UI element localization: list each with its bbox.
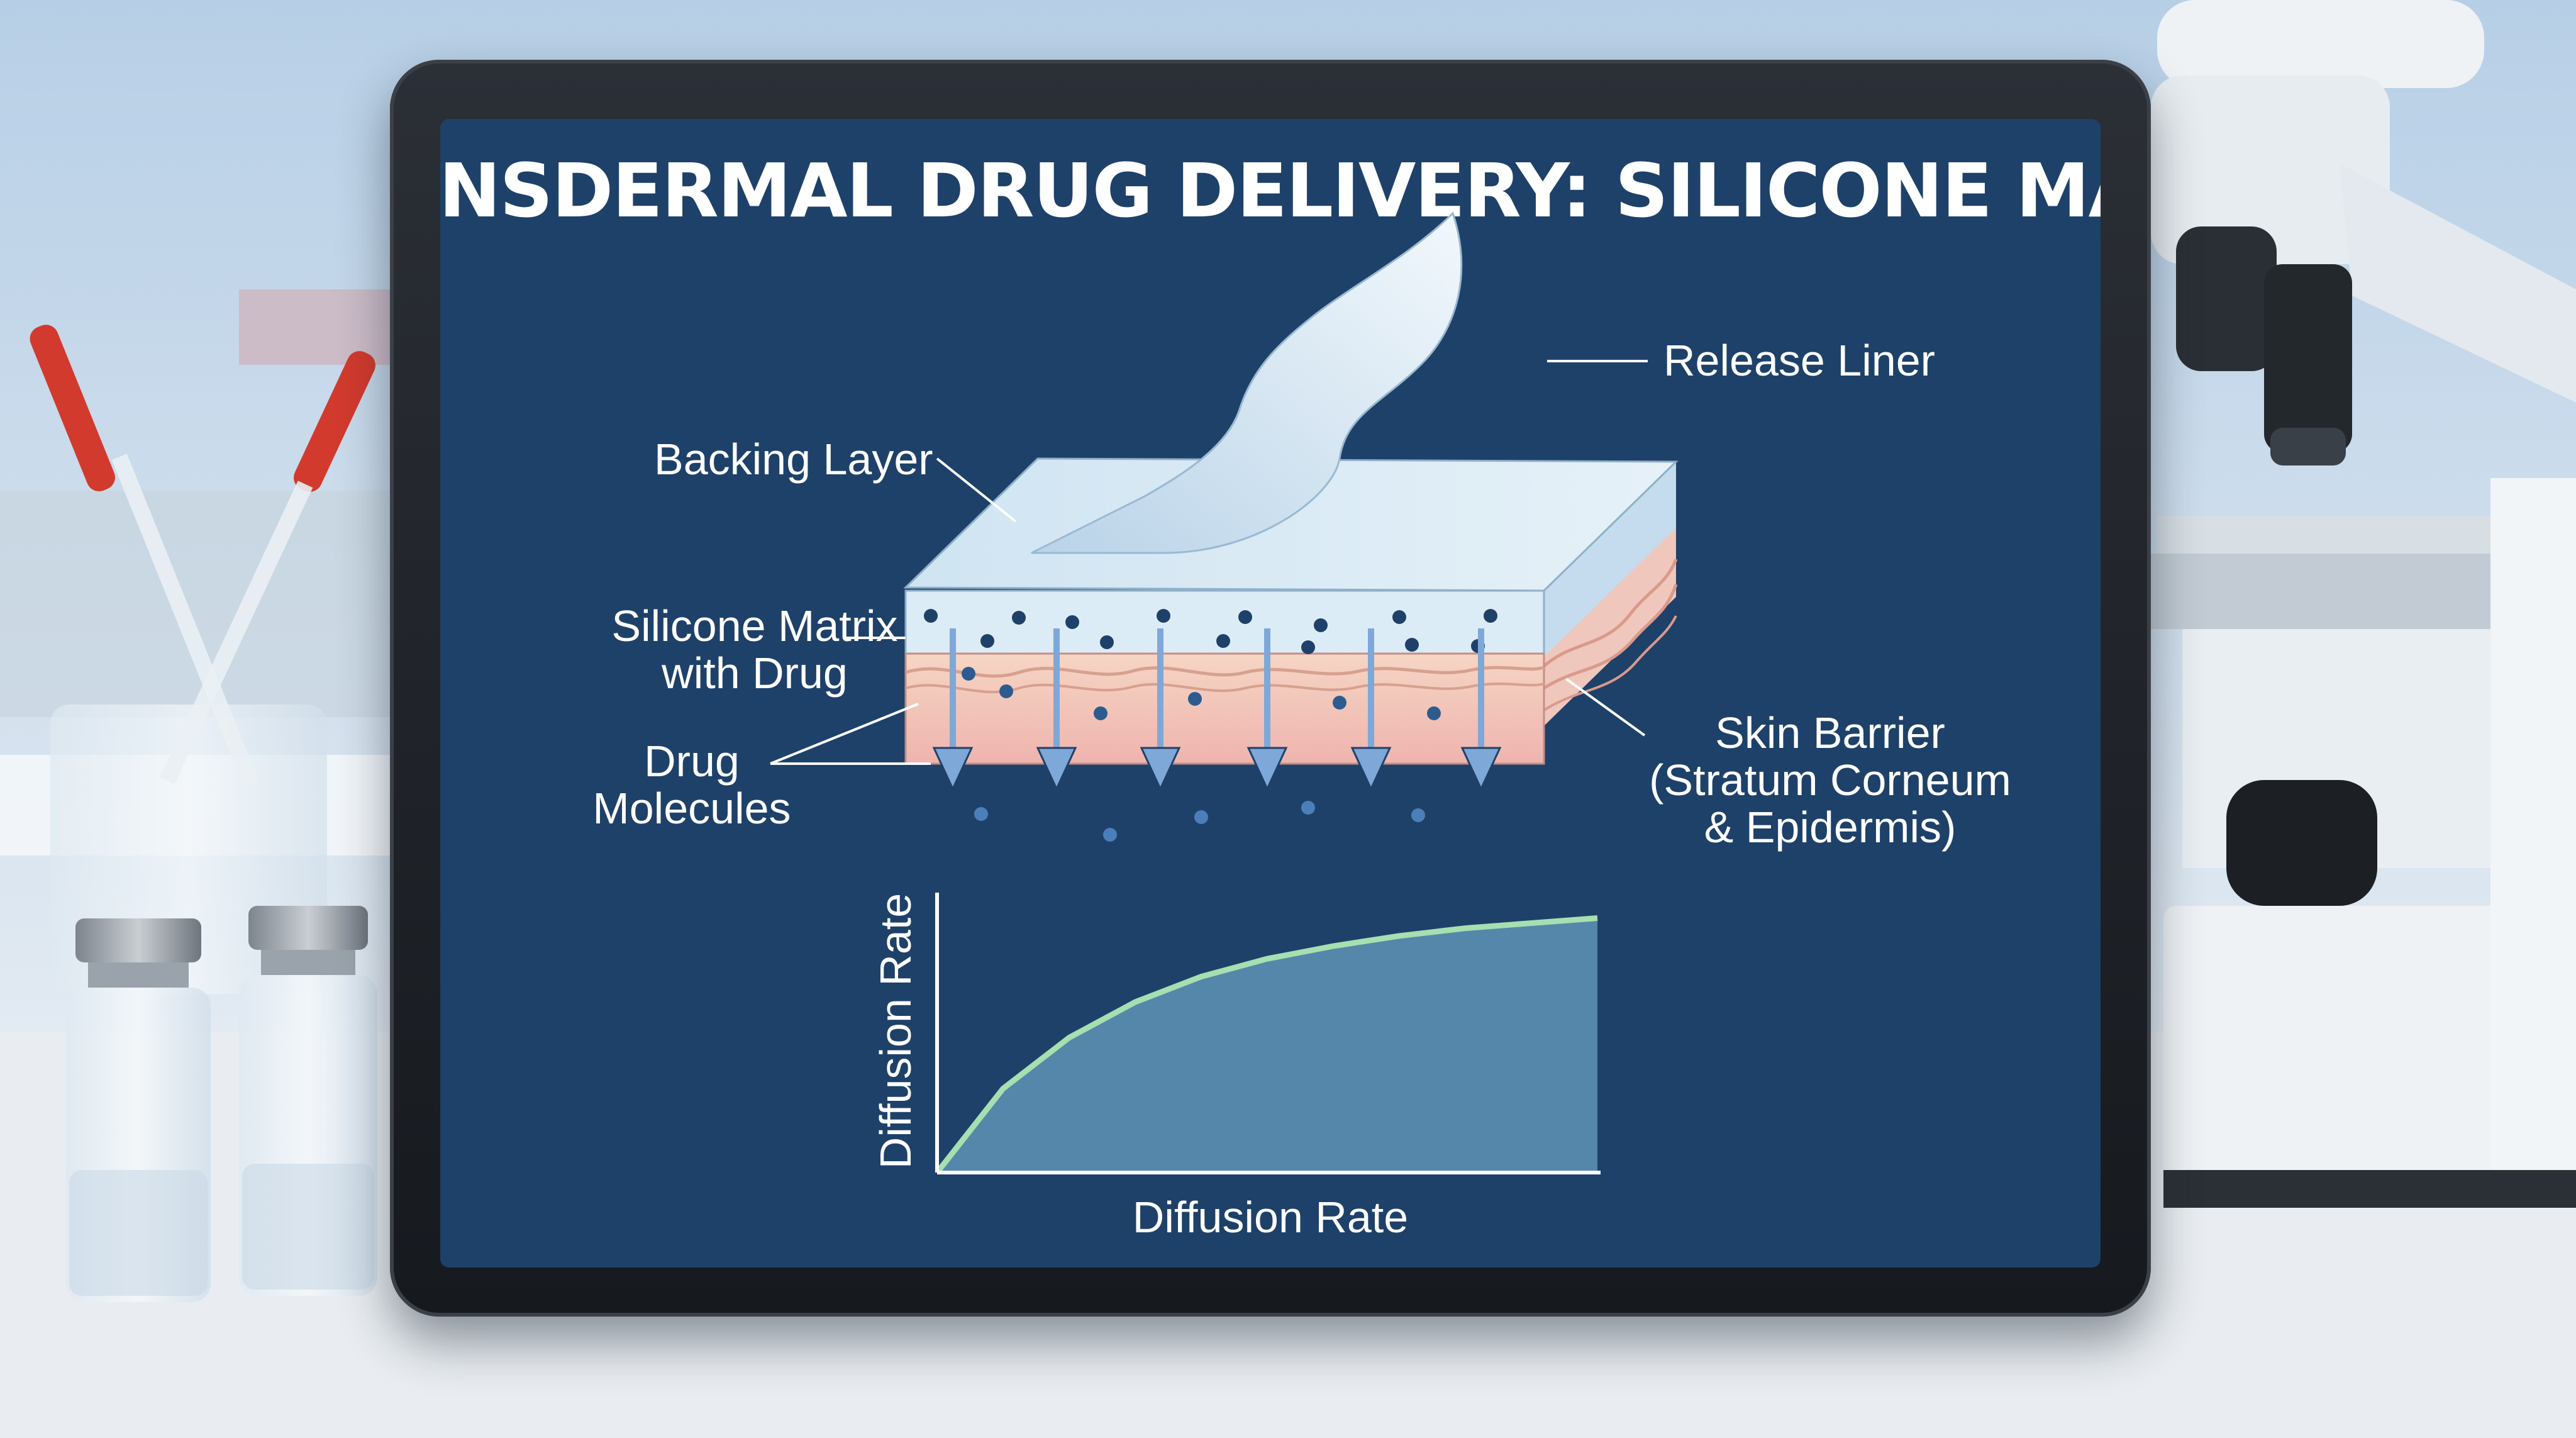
microscope [2151, 0, 2576, 1208]
diffusion-chart: Diffusion Rate Diffusion Rate [871, 893, 1601, 1242]
skin-side [1544, 528, 1676, 726]
pipette-bulb [294, 351, 375, 492]
diffusion-curve [935, 915, 1598, 1174]
label-skin-barrier-line3: & Epidermis) [1704, 803, 1957, 852]
page-title: TRANSDERMAL DRUG DELIVERY: SILICONE MATR… [440, 147, 2101, 234]
label-drug-molecules-line1: Drug [644, 737, 740, 786]
label-release-liner: Release Liner [1663, 336, 1935, 385]
tablet-screen: TRANSDERMAL DRUG DELIVERY: SILICONE MATR… [440, 119, 2101, 1268]
y-axis-label: Diffusion Rate [871, 893, 920, 1169]
pipette-bulb [30, 325, 115, 492]
diffusion-arrows [932, 628, 1502, 791]
label-silicone-matrix-line1: Silicone Matrix [611, 601, 897, 650]
drug-particles [924, 609, 1497, 842]
vial [66, 918, 211, 1302]
diffusion-area [937, 918, 1597, 1173]
label-silicone-matrix-line2: with Drug [661, 649, 848, 698]
release-liner [1031, 211, 1463, 554]
tablet-device: TRANSDERMAL DRUG DELIVERY: SILICONE MATR… [390, 60, 2151, 1317]
label-backing-layer: Backing Layer [654, 435, 933, 484]
vial [239, 906, 377, 1296]
label-skin-barrier-line2: (Stratum Corneum [1649, 755, 2011, 805]
infographic: TRANSDERMAL DRUG DELIVERY: SILICONE MATR… [440, 119, 2101, 1268]
leader-lines [770, 360, 1648, 765]
label-drug-molecules-line2: Molecules [592, 784, 791, 833]
backing-layer [903, 457, 1679, 592]
skin-barrier-layer [904, 652, 1545, 765]
label-skin-barrier-line1: Skin Barrier [1715, 708, 1945, 757]
x-axis-label: Diffusion Rate [1133, 1193, 1408, 1242]
